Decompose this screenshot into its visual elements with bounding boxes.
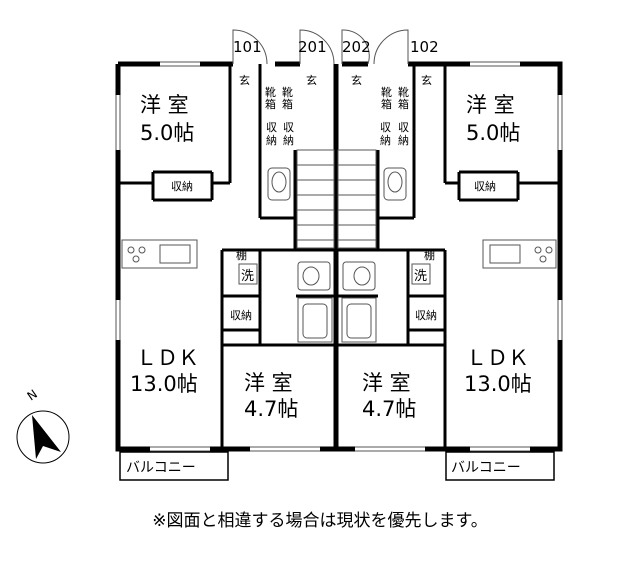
shoebox-1a: 靴 [265, 85, 276, 99]
bathtubs [297, 297, 377, 343]
storage-vert-2b: 納 [283, 134, 294, 147]
western-room-se-label: 洋 室 [362, 371, 411, 395]
unit-101: 101 [233, 38, 262, 56]
western-room-nw-label: 洋 室 [140, 93, 189, 117]
genkan-2: 玄 [306, 73, 317, 87]
western-room-sw-size: 4.7帖 [244, 397, 298, 421]
western-room-nw-size: 5.0帖 [140, 121, 194, 145]
shoebox-3b: 箱 [381, 97, 392, 111]
storage-ne: 収納 [474, 180, 496, 193]
storage-vert-1a: 収 [266, 121, 277, 134]
interior-walls-left [118, 64, 336, 449]
storage-vert-2a: 収 [283, 121, 294, 134]
storage-vert-3b: 納 [380, 134, 391, 147]
storage-vert-4a: 収 [398, 121, 409, 134]
ldk-left-label: ＬＤＫ [136, 346, 199, 370]
washer-right: 洗 [414, 269, 427, 284]
entrance-doors [232, 29, 409, 65]
shelf-right: 棚 [424, 248, 435, 262]
shelf-left: 棚 [236, 248, 247, 262]
unit-201: 201 [298, 38, 327, 56]
shoebox-4b: 箱 [398, 97, 409, 111]
shoebox-4a: 靴 [398, 85, 409, 99]
shoebox-2a: 靴 [282, 85, 293, 99]
interior-walls-right [336, 64, 560, 449]
washer-left: 洗 [241, 269, 254, 284]
ldk-right-label: ＬＤＫ [466, 346, 529, 370]
shoebox-3a: 靴 [381, 85, 392, 99]
staircase [296, 149, 377, 249]
genkan-4: 玄 [421, 73, 432, 87]
compass: N [16, 387, 70, 464]
genkan-1: 玄 [239, 73, 250, 87]
kitchen-counters [121, 239, 557, 269]
wash-basins [297, 261, 376, 291]
windows [116, 62, 562, 451]
storage-vert-1b: 納 [266, 134, 277, 147]
ldk-right-size: 13.0帖 [464, 372, 532, 396]
unit-102: 102 [410, 38, 439, 56]
shoebox-2b: 箱 [282, 97, 293, 111]
washer-left-box [238, 263, 258, 285]
disclaimer-note: ※図面と相違する場合は現状を優先します。 [152, 511, 488, 531]
window-lines [115, 61, 563, 452]
washer-right-box [411, 263, 431, 285]
balcony-left: バルコニー [126, 460, 196, 476]
storage-nw: 収納 [171, 180, 193, 193]
balcony-right: バルコニー [451, 460, 521, 476]
storage-vert-3a: 収 [380, 121, 391, 134]
western-room-se-size: 4.7帖 [362, 397, 416, 421]
ldk-left-size: 13.0帖 [130, 372, 198, 396]
western-room-ne-label: 洋 室 [466, 93, 515, 117]
compass-north: N [25, 387, 40, 404]
unit-202: 202 [342, 38, 371, 56]
balconies [119, 451, 555, 481]
western-room-sw-label: 洋 室 [244, 371, 293, 395]
toilet-fixtures [267, 167, 407, 201]
storage-mid-right: 収納 [415, 309, 437, 322]
genkan-3: 玄 [351, 73, 362, 87]
north-arrow-icon [32, 415, 61, 459]
shoebox-1b: 箱 [265, 97, 276, 111]
storage-vert-4b: 納 [398, 134, 409, 147]
storage-mid-left: 収納 [230, 309, 252, 322]
western-room-ne-size: 5.0帖 [466, 121, 520, 145]
